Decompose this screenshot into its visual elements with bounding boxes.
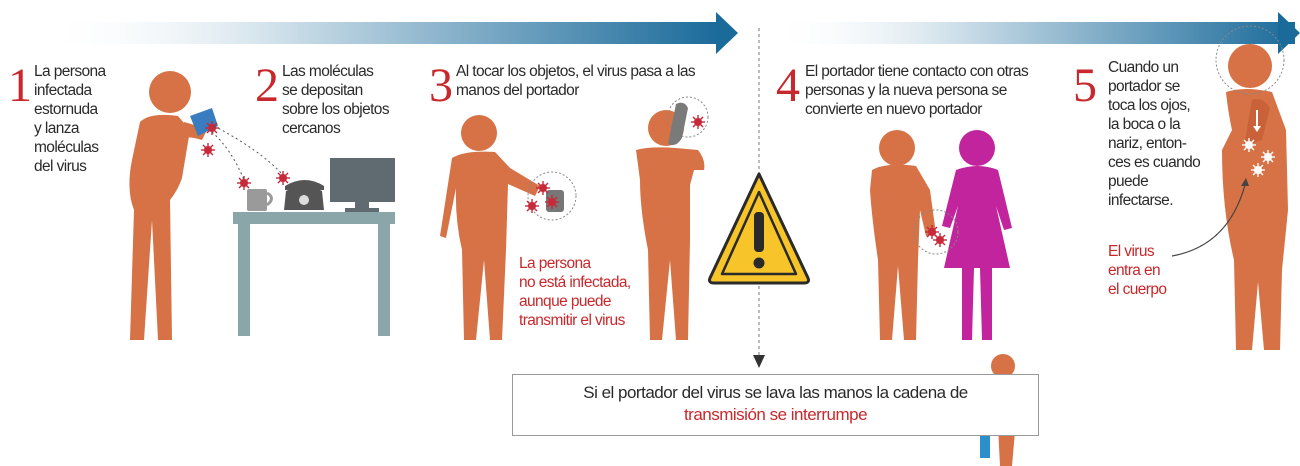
virus-entry-arrow	[1171, 184, 1246, 257]
step-4-text: El portador tiene contacto con otras per…	[805, 63, 1029, 118]
virus-hand-cluster	[524, 171, 577, 221]
handwashing-callout-line1: Si el portador del virus se lava las man…	[583, 383, 968, 402]
step-5-number: 5	[1073, 59, 1097, 112]
step-2-text: Las moléculas se depositan sobre los obj…	[282, 63, 390, 137]
step-5-text: Cuando un portador se toca los ojos, la …	[1108, 59, 1201, 209]
virus-entry-arrowhead	[1241, 178, 1249, 186]
step-1-number: 1	[8, 59, 32, 112]
step-3-text: Al tocar los objetos, el virus pasa a la…	[456, 63, 696, 99]
handwashing-callout: Si el portador del virus se lava las man…	[512, 374, 1039, 436]
top-arrow-left	[40, 12, 738, 54]
figure-sneezing-person	[129, 71, 206, 340]
figure-carrier-man	[870, 130, 936, 340]
step-2-number: 2	[255, 59, 279, 112]
step-4-number: 4	[776, 59, 800, 112]
hand-contact-virus	[913, 209, 959, 255]
step-5-note: El virus entra en el cuerpo	[1108, 243, 1167, 298]
handwashing-callout-line2: transmisión se interrumpe	[683, 405, 868, 424]
top-arrow-right	[770, 12, 1300, 54]
desk-icon	[233, 212, 395, 336]
mug-icon	[247, 189, 273, 211]
warning-icon	[708, 172, 810, 285]
step-3-note: La persona no está infectada, aunque pue…	[519, 255, 631, 329]
figure-new-carrier-woman	[942, 130, 1012, 340]
face-touch-ring	[1215, 25, 1285, 95]
sneeze-droplets	[200, 120, 291, 191]
figure-carrier-touching	[440, 115, 540, 340]
phone-handset-icon	[667, 96, 709, 146]
telephone-icon	[284, 180, 324, 210]
body-virus-icons	[1241, 110, 1276, 178]
step-3-number: 3	[429, 59, 453, 112]
step-1-text: La persona infectada estornuda y lanza m…	[34, 63, 106, 175]
divider-arrowhead	[753, 355, 765, 368]
figure-self-infection	[1222, 44, 1288, 350]
monitor-icon	[330, 158, 395, 212]
